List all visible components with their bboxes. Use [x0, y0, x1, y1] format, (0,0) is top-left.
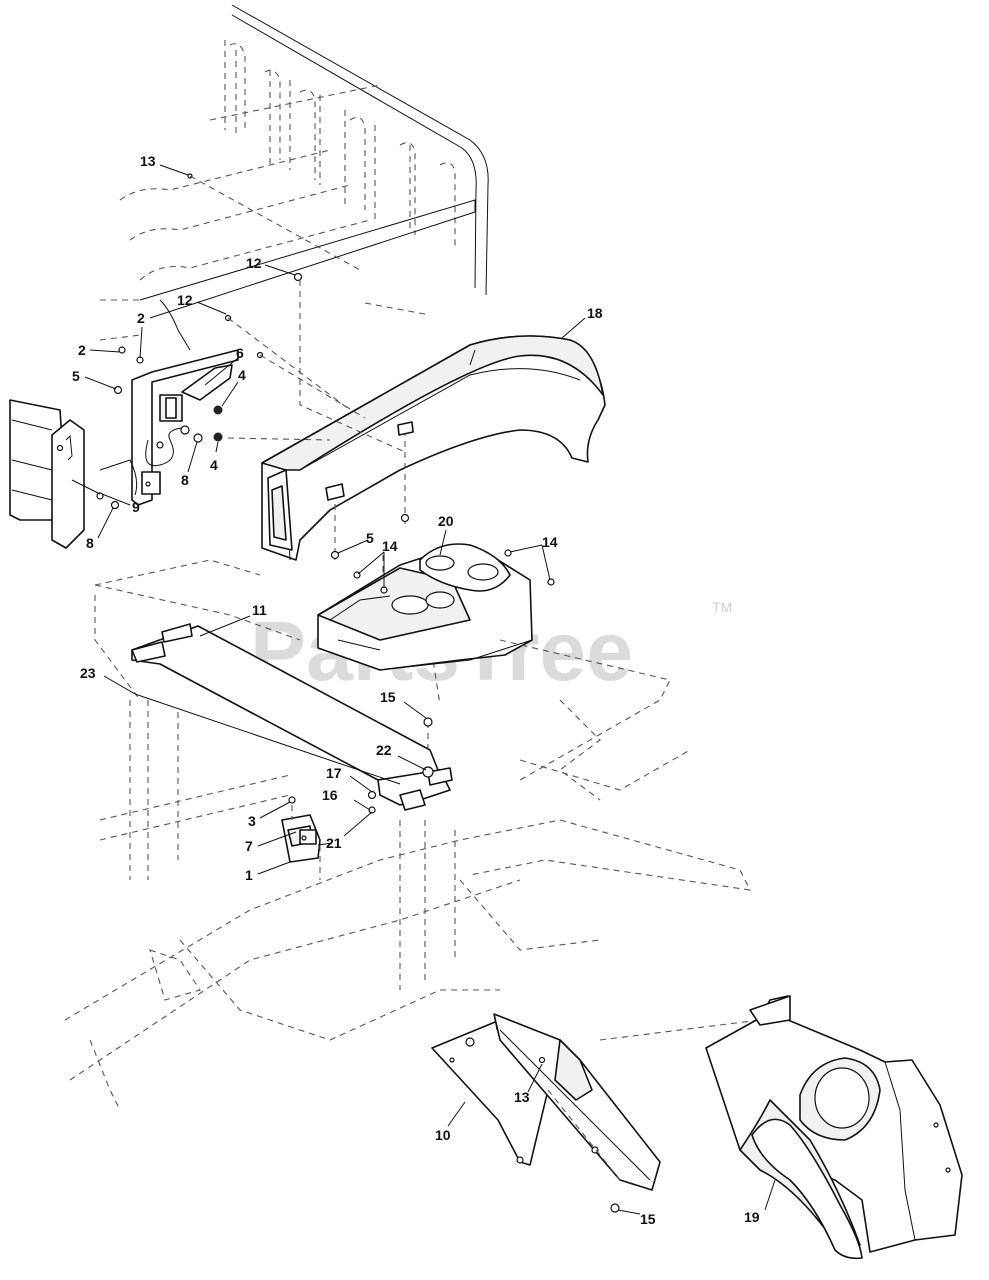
callout-16: 16: [322, 787, 338, 803]
callout-6: 6: [236, 345, 244, 361]
callout-14b: 14: [542, 534, 558, 550]
callout-19: 19: [744, 1209, 760, 1225]
callout-13a: 13: [140, 153, 156, 169]
callout-11: 11: [252, 602, 267, 618]
callout-22: 22: [376, 742, 392, 758]
callouts: 1 2 2 3 4 4 5 5 6 7 8 8 9: [71, 153, 776, 1227]
console-20: [317, 543, 555, 671]
callout-10: 10: [435, 1127, 451, 1143]
callout-17: 17: [326, 765, 342, 781]
callout-14a: 14: [382, 538, 398, 554]
callout-9: 9: [132, 499, 140, 515]
callout-8b: 8: [86, 535, 94, 551]
latch-bracket: [99, 299, 239, 506]
seat-plate-11: [131, 623, 453, 814]
watermark-trademark: TM: [712, 599, 732, 615]
bracket-fasteners: [96, 173, 303, 510]
callout-18: 18: [587, 305, 603, 321]
cargo-bed-outline: [99, 4, 489, 341]
callout-2b: 2: [78, 342, 86, 358]
callout-4a: 4: [238, 367, 246, 383]
callout-1: 1: [245, 867, 253, 883]
seat-switch-bracket: [281, 796, 321, 880]
fender-clips: [325, 421, 414, 560]
fender-18: [261, 335, 606, 561]
callout-12b: 12: [177, 292, 193, 308]
callout-15b: 15: [640, 1211, 656, 1227]
left-side-panel: [9, 399, 85, 549]
fender-19: [705, 995, 963, 1260]
frame-outline: [64, 559, 751, 1111]
callout-5a: 5: [72, 368, 80, 384]
callout-4b: 4: [210, 457, 218, 473]
callout-13b: 13: [514, 1089, 530, 1105]
callout-15a: 15: [380, 689, 396, 705]
callout-2a: 2: [137, 310, 145, 326]
callout-12a: 12: [246, 255, 262, 271]
callout-23: 23: [80, 665, 96, 681]
callout-3: 3: [248, 813, 256, 829]
callout-20: 20: [438, 513, 454, 529]
bracket-13-lower: [493, 1013, 761, 1213]
callout-8a: 8: [181, 472, 189, 488]
callout-21: 21: [326, 835, 342, 851]
callout-7: 7: [245, 838, 253, 854]
callout-5b: 5: [366, 530, 374, 546]
